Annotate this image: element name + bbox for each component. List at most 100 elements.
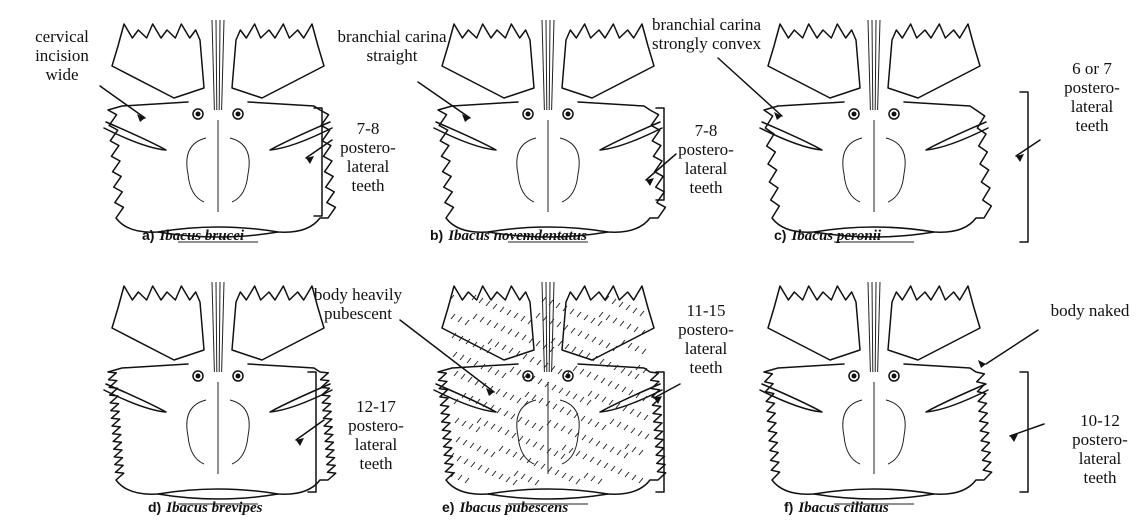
pubescence-hatch — [493, 304, 497, 309]
pubescence-hatch — [595, 394, 599, 399]
pubescence-hatch — [573, 394, 577, 399]
branchial-carina — [517, 400, 536, 464]
teeth-label-line: teeth — [359, 454, 393, 473]
antennule-line — [552, 20, 554, 110]
antennal-scale-right — [562, 24, 654, 98]
pubescence-hatch — [469, 424, 473, 429]
branchial-carina — [187, 400, 206, 464]
pubescence-hatch — [538, 379, 542, 384]
pubescence-hatch — [606, 343, 610, 348]
pubescence-hatch — [583, 454, 587, 459]
eye-pupil — [566, 112, 571, 117]
pubescence-hatch — [536, 313, 540, 318]
pubescence-hatch — [615, 384, 619, 389]
pubescence-hatch — [552, 385, 556, 390]
pubescence-hatch — [512, 433, 516, 438]
branchial-carina — [230, 138, 249, 202]
pubescence-hatch — [585, 334, 589, 339]
pubescence-hatch — [530, 357, 534, 362]
antennule-line — [212, 282, 214, 372]
pubescence-hatch — [621, 368, 625, 373]
pubescence-hatch — [587, 400, 591, 405]
panel-caption-letter: d) — [148, 499, 161, 515]
panel-caption: e)Ibacus pubescens — [442, 499, 568, 516]
pubescence-hatch — [602, 425, 606, 430]
teeth-arrow — [296, 420, 324, 440]
pubescence-hatch — [514, 313, 518, 318]
pubescence-hatch — [491, 452, 495, 457]
pubescence-hatch — [632, 475, 636, 480]
pubescence-hatch — [635, 346, 639, 351]
pubescence-hatch — [624, 453, 628, 458]
pubescence-hatch — [479, 298, 483, 303]
feature-label-line: branchial carina — [652, 15, 761, 34]
pubescence-hatch — [596, 441, 600, 446]
pubescence-hatch — [462, 421, 466, 426]
teeth-label-line: lateral — [685, 159, 728, 178]
pubescence-hatch — [463, 440, 467, 445]
pubescence-hatch — [580, 369, 584, 374]
teeth-label-line: postero- — [678, 140, 734, 159]
pubescence-hatch — [569, 448, 573, 453]
pubescence-hatch — [555, 470, 559, 475]
pubescence-hatch — [505, 430, 509, 435]
teeth-label-line: postero- — [340, 138, 396, 157]
eye-pupil — [526, 112, 531, 117]
panel-caption-species: Ibacus ciliatus — [797, 500, 889, 516]
pubescence-hatch — [465, 478, 469, 483]
eye-pupil — [196, 112, 201, 117]
antennule-line — [552, 282, 554, 372]
pubescence-hatch — [611, 466, 615, 471]
teeth-label-line: teeth — [1075, 116, 1109, 135]
teeth-label-line: lateral — [347, 157, 390, 176]
pubescence-hatch — [521, 474, 525, 479]
carapace-drawing-d — [104, 282, 336, 504]
branchial-carina — [560, 138, 579, 202]
panel-caption-letter: c) — [774, 227, 786, 243]
pubescence-hatch — [554, 423, 558, 428]
pubescence-hatch — [629, 390, 633, 395]
pubescence-hatch — [558, 341, 562, 346]
pubescence-hatch — [632, 447, 636, 452]
pubescence-hatch — [638, 431, 642, 436]
pubescence-hatch — [525, 392, 529, 397]
pubescence-hatch — [606, 315, 610, 320]
panel-caption-species: Ibacus pubescens — [458, 500, 568, 516]
feature-arrow — [718, 58, 782, 116]
feature-arrowhead — [978, 360, 986, 368]
pubescence-hatch — [591, 476, 595, 481]
teeth-label-line: lateral — [1079, 449, 1122, 468]
pubescence-hatch — [592, 337, 596, 342]
pubescence-hatch — [471, 462, 475, 467]
teeth-bracket — [1020, 92, 1028, 242]
pubescence-hatch — [618, 469, 622, 474]
pubescence-hatch — [451, 314, 455, 319]
panel-caption-letter: b) — [430, 227, 443, 243]
pubescence-hatch — [499, 474, 503, 479]
teeth-label-line: 7-8 — [357, 119, 380, 138]
carapace-drawing-e — [434, 282, 666, 504]
pubescence-hatch — [551, 338, 555, 343]
pubescence-hatch — [570, 309, 574, 314]
pubescence-hatch — [506, 477, 510, 482]
pubescence-hatch — [608, 381, 612, 386]
pubescence-hatch — [501, 326, 505, 331]
carapace-outline — [438, 364, 666, 494]
antennule-line — [872, 282, 873, 372]
teeth-label-line: postero- — [348, 416, 404, 435]
pubescence-hatch — [637, 412, 641, 417]
annotations-a: 7-8postero-lateralteethcervicalincisionw… — [35, 27, 396, 244]
pubescence-hatch — [579, 350, 583, 355]
pubescence-hatch — [535, 480, 539, 485]
pubescence-hatch — [578, 331, 582, 336]
branchial-carina — [886, 400, 905, 464]
teeth-label-line: postero- — [1064, 78, 1120, 97]
cervical-incision — [926, 384, 988, 412]
pubescence-hatch — [597, 460, 601, 465]
pubescence-hatch — [625, 444, 629, 449]
pubescence-hatch — [548, 467, 552, 472]
pubescence-hatch — [503, 392, 507, 397]
feature-label-line: incision — [35, 46, 89, 65]
antennule-line — [878, 20, 880, 110]
feature-label-line: body naked — [1051, 301, 1130, 320]
